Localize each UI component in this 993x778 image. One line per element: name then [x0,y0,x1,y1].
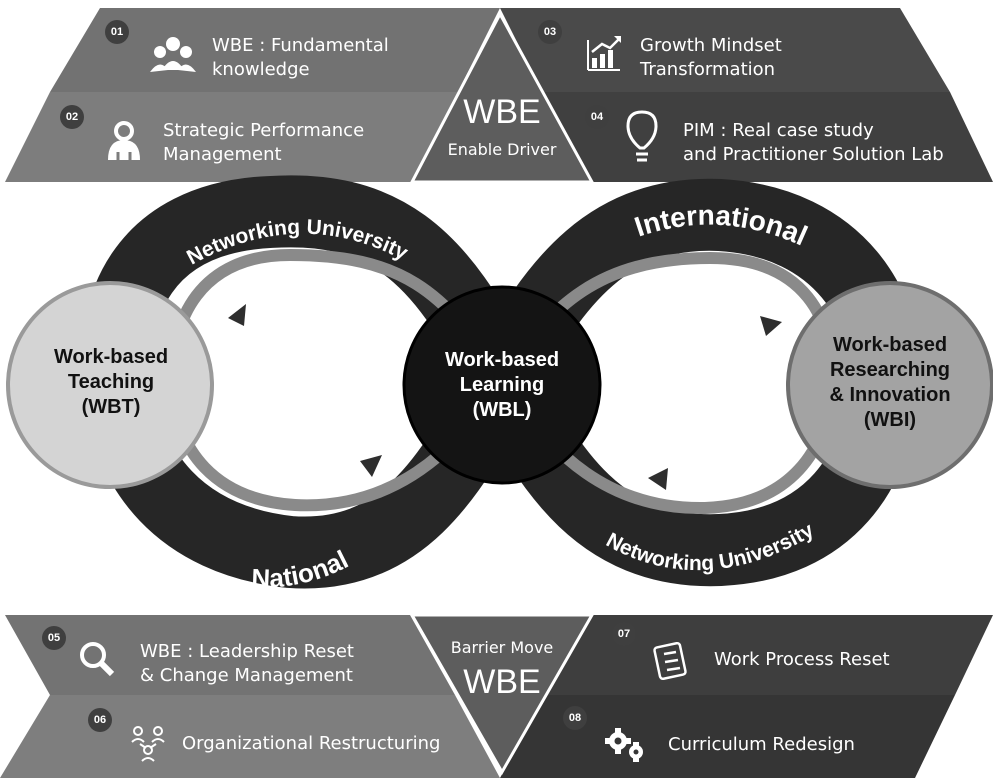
wbi-line3: & Innovation [829,384,951,406]
wbt-line1: Work-based [53,346,169,368]
item-05-line2: & Change Management [140,665,353,686]
people-group-icon [150,37,196,72]
item-08-line1: Curriculum Redesign [668,734,855,755]
bottom-right-band-upper [545,615,993,695]
infinity-loop: Networking University International Nati… [6,175,993,593]
item-02-line1: Strategic Performance [163,120,365,141]
wbt-line2: Teaching [67,371,155,393]
top-center-triangle [409,10,595,184]
item-06-line1: Organizational Restructuring [182,733,441,754]
arrow-icon-left-bottom [360,455,382,477]
wbl-circle [402,285,602,485]
org-structure-icon [131,726,165,762]
bottom-left-band-lower [0,695,500,778]
item-number-badge: 04 [585,105,609,129]
gears-icon [605,728,643,762]
clipboard-checklist-icon [653,641,687,681]
item-number-badge: 07 [612,622,636,646]
bottom-wbe-subtitle: Barrier Move [450,638,554,657]
magnifier-icon [80,642,115,677]
item-04-line2: and Practitioner Solution Lab [683,144,944,165]
arrow-icon-left-top [228,304,246,326]
wbi-label: Work-based Researching & Innovation (WBI… [800,333,980,433]
growth-chart-icon [587,36,621,71]
bottom-wbe-title: WBE [463,663,541,701]
arrow-icon-right-bottom [648,468,668,490]
arrow-icon-right-top [760,316,782,336]
bottom-left-band-upper [5,615,455,695]
bottom-center-triangle [409,613,595,776]
top-left-band-upper [50,8,500,92]
wbt-line3: (WBT) [81,396,141,418]
item-01-line1: WBE : Fundamental [212,35,389,56]
wbt-circle [6,281,214,489]
wbi-line4: (WBI) [863,409,917,431]
wbi-line1: Work-based [832,334,948,356]
wbi-circle [786,281,993,489]
item-number-badge: 01 [105,20,129,44]
item-number-badge: 08 [563,706,587,730]
lightbulb-icon [626,110,658,162]
wbl-label: Work-based Learning (WBL) [420,348,584,423]
item-07-line1: Work Process Reset [714,649,890,670]
item-04-line1: PIM : Real case study [683,120,874,141]
wbl-line1: Work-based [444,349,560,371]
top-right-band-lower [542,92,993,182]
wbl-line2: Learning [459,374,545,396]
item-number-badge: 05 [42,626,66,650]
item-03-line2: Transformation [640,59,776,80]
item-02-line2: Management [163,144,282,165]
top-wbe-title: WBE [463,93,541,131]
item-01-line2: knowledge [212,59,310,80]
item-03-line1: Growth Mindset [640,35,782,56]
bottom-right-band-lower [500,695,955,778]
item-number-badge: 03 [538,20,562,44]
item-number-badge: 06 [88,708,112,732]
presenter-icon [108,121,140,162]
item-05-line1: WBE : Leadership Reset [140,641,354,662]
item-number-badge: 02 [60,105,84,129]
wbl-line3: (WBL) [472,399,532,421]
wbi-line2: Researching [829,359,951,381]
top-wbe-subtitle: Enable Driver [447,140,557,159]
wbt-label: Work-based Teaching (WBT) [28,345,194,420]
